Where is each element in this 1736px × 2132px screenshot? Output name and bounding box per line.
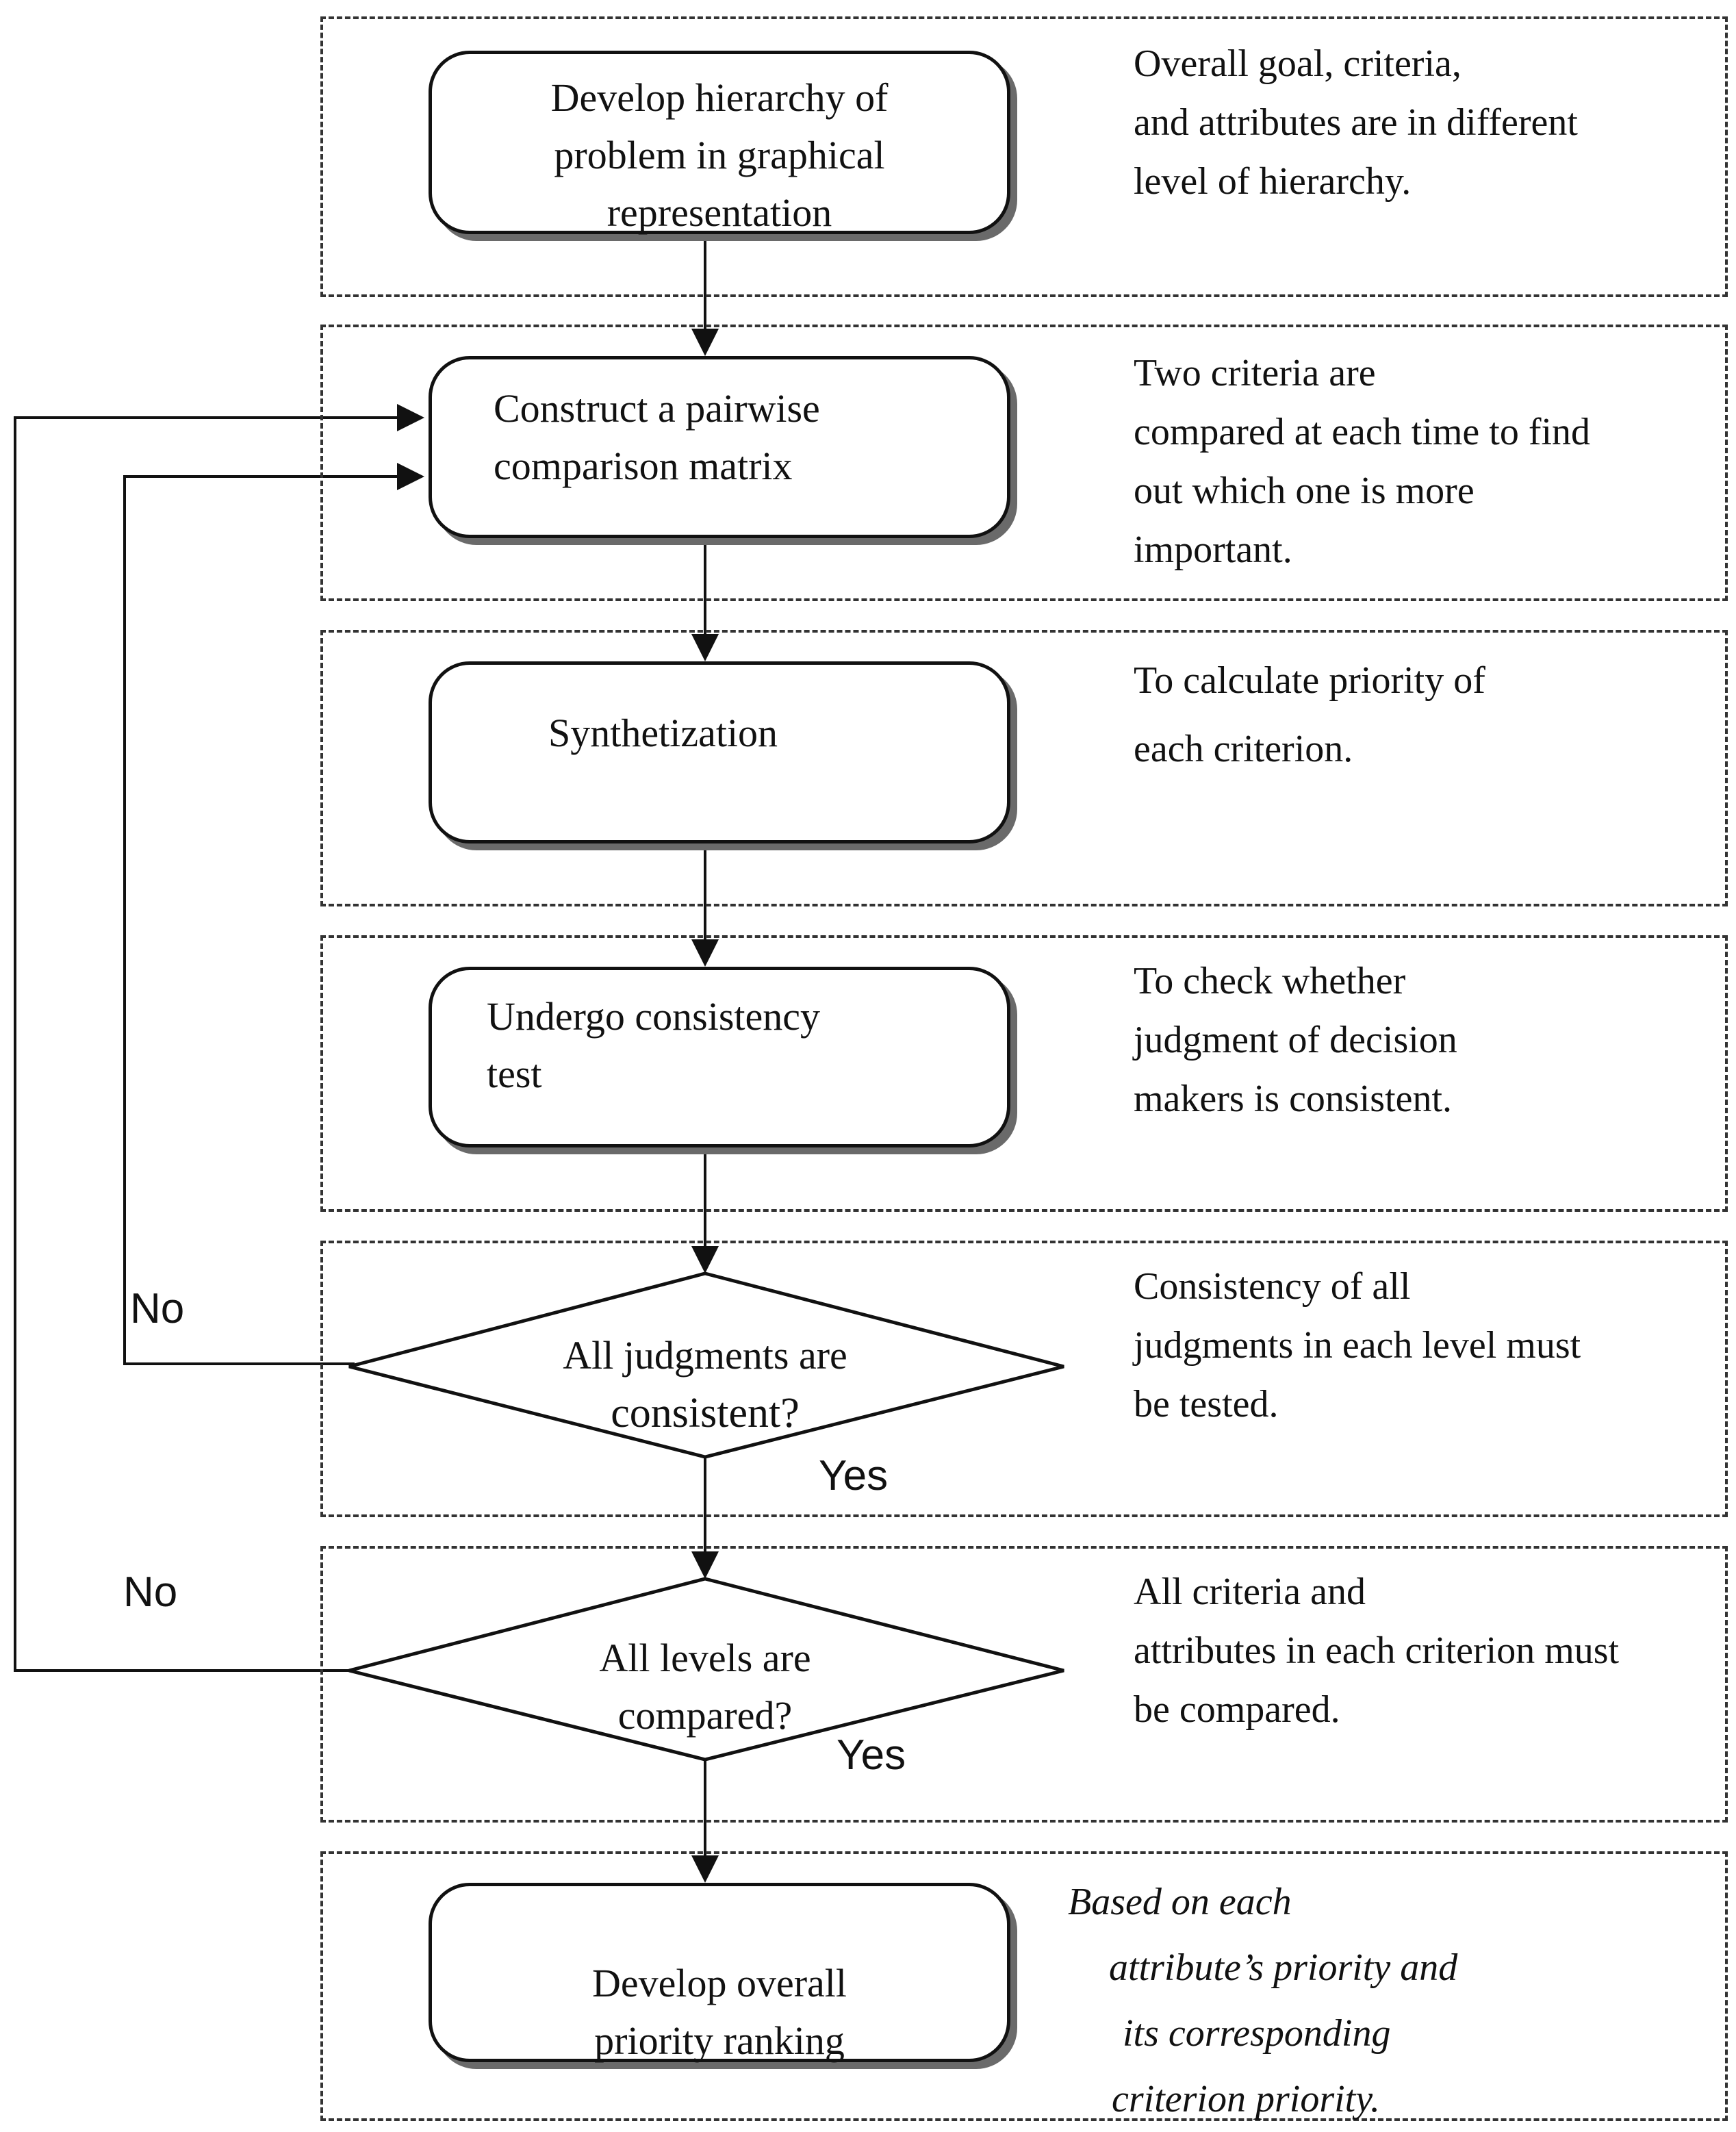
process-consistency-test: Undergo consistency test — [429, 967, 1010, 1147]
process-consistency-test-line-1: Undergo consistency — [487, 994, 820, 1039]
note-judgments: Consistency of all judgments in each lev… — [1134, 1257, 1581, 1434]
note-levels-line-1: All criteria and — [1134, 1571, 1366, 1613]
note-consistency-test-line-2: judgment of decision — [1134, 1019, 1457, 1061]
stage-frame-synthetization — [320, 630, 1728, 906]
process-hierarchy-line-1: Develop hierarchy of — [550, 75, 889, 120]
loop-levels-no — [14, 404, 424, 1672]
note-pairwise: Two criteria are compared at each time t… — [1134, 344, 1590, 579]
process-pairwise-line-2: comparison matrix — [494, 444, 793, 488]
note-levels-line-3: be compared. — [1134, 1688, 1340, 1731]
process-overall-ranking: Develop overall priority ranking — [429, 1883, 1010, 2063]
stage-frame-levels — [320, 1546, 1728, 1823]
edge-label-judgments-yes: Yes — [819, 1452, 889, 1499]
edge-label-levels-no: No — [123, 1569, 178, 1616]
process-hierarchy-line-2: problem in graphical — [554, 133, 885, 177]
note-consistency-test-line-3: makers is consistent. — [1134, 1078, 1453, 1120]
process-pairwise-line-1: Construct a pairwise — [494, 386, 820, 431]
decision-judgments-text: All judgments are consistent? — [472, 1327, 938, 1442]
stage-frame-consistency-test — [320, 935, 1728, 1212]
note-synthetization-line-2: each criterion. — [1134, 728, 1353, 770]
decision-levels-text: All levels are compared? — [472, 1629, 938, 1744]
decision-levels-compared — [348, 1577, 1064, 1762]
note-hierarchy: Overall goal, criteria, and attributes a… — [1134, 34, 1578, 211]
edge-label-judgments-no: No — [130, 1285, 185, 1332]
process-synthetization: Synthetization — [429, 661, 1010, 843]
note-hierarchy-line-2: and attributes are in different — [1134, 101, 1578, 144]
process-synthetization-line-1: Synthetization — [548, 711, 778, 755]
stage-frame-ranking — [320, 1851, 1728, 2121]
note-hierarchy-line-1: Overall goal, criteria, — [1134, 42, 1461, 85]
process-pairwise: Construct a pairwise comparison matrix — [429, 356, 1010, 538]
note-levels: All criteria and attributes in each crit… — [1134, 1562, 1619, 1739]
process-hierarchy-line-3: representation — [607, 190, 832, 235]
decision-levels-line-1: All levels are — [599, 1636, 811, 1680]
note-consistency-test: To check whether judgment of decision ma… — [1134, 952, 1457, 1128]
process-consistency-test-line-2: test — [487, 1052, 542, 1096]
note-consistency-test-line-1: To check whether — [1134, 960, 1406, 1002]
process-hierarchy: Develop hierarchy of problem in graphica… — [429, 51, 1010, 235]
note-judgments-line-3: be tested. — [1134, 1383, 1279, 1425]
decision-judgments-line-1: All judgments are — [563, 1333, 847, 1378]
note-ranking-line-2: attribute’s priority and — [1109, 1946, 1458, 1989]
decision-judgments-consistent — [348, 1271, 1064, 1459]
note-judgments-line-2: judgments in each level must — [1134, 1324, 1581, 1367]
note-judgments-line-1: Consistency of all — [1134, 1265, 1411, 1308]
decision-levels-line-2: compared? — [617, 1693, 793, 1738]
process-overall-ranking-line-1: Develop overall — [591, 1961, 847, 2005]
note-pairwise-line-3: out which one is more — [1134, 470, 1475, 512]
process-overall-ranking-line-2: priority ranking — [594, 2018, 845, 2063]
note-ranking-line-4: criterion priority. — [1112, 2078, 1380, 2120]
edge-label-levels-yes: Yes — [837, 1731, 906, 1779]
note-hierarchy-line-3: level of hierarchy. — [1134, 160, 1412, 203]
stage-frame-judgments — [320, 1241, 1728, 1517]
decision-judgments-line-2: consistent? — [611, 1390, 800, 1436]
note-ranking-line-3: its corresponding — [1123, 2012, 1391, 2055]
note-synthetization: To calculate priority of each criterion. — [1134, 646, 1485, 783]
note-ranking-line-1: Based on each — [1068, 1881, 1292, 1923]
note-pairwise-line-4: important. — [1134, 529, 1292, 571]
stage-frame-pairwise — [320, 325, 1728, 601]
stage-frame-hierarchy — [320, 16, 1728, 297]
note-pairwise-line-2: compared at each time to find — [1134, 411, 1591, 453]
loop-judgments-no — [123, 463, 424, 1365]
note-synthetization-line-1: To calculate priority of — [1134, 659, 1485, 702]
note-ranking: Based on each attribute’s priority and i… — [1068, 1869, 1684, 2132]
note-pairwise-line-1: Two criteria are — [1134, 352, 1376, 394]
note-levels-line-2: attributes in each criterion must — [1134, 1629, 1620, 1672]
